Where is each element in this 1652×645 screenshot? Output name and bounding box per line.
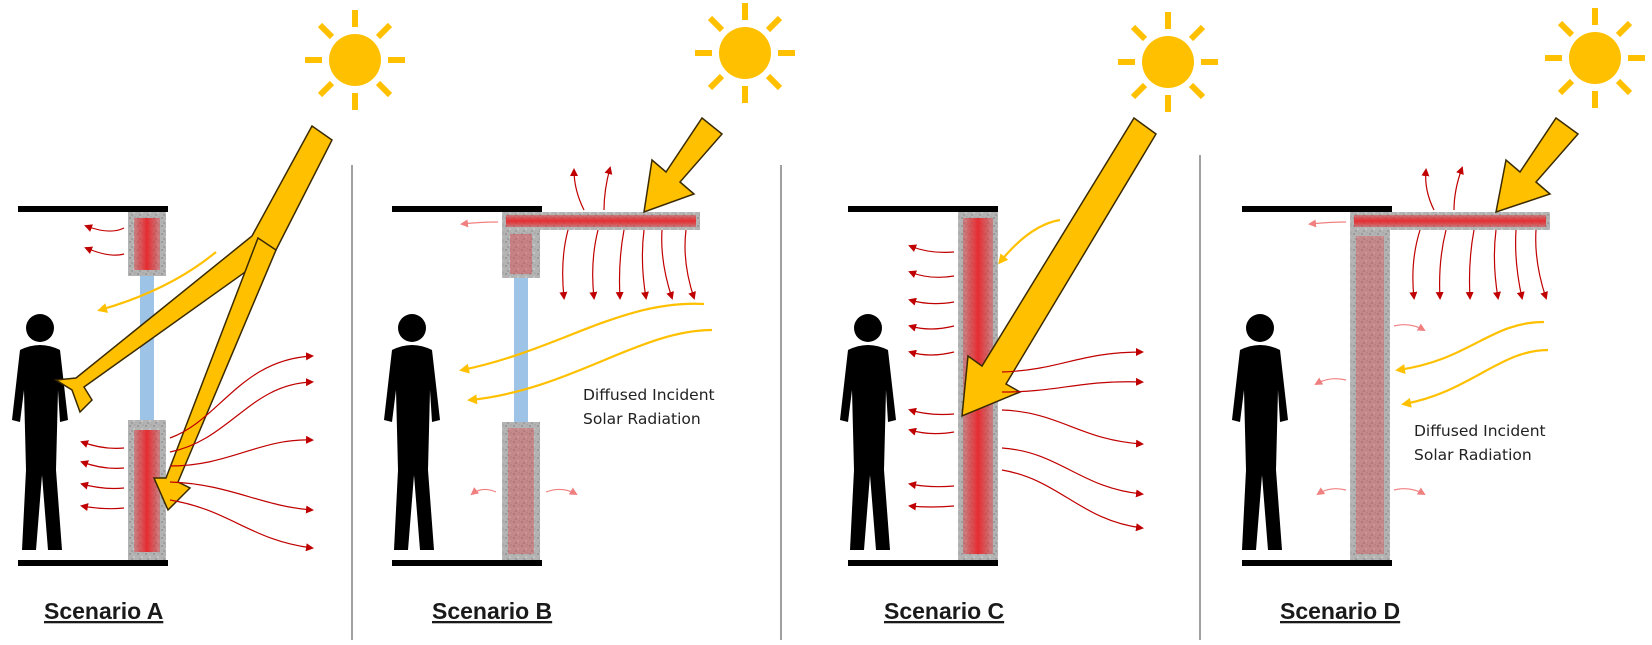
- annotation-line-1: Diffused Incident: [1414, 422, 1546, 440]
- annotation-line-2: Solar Radiation: [1414, 446, 1532, 464]
- heat-flow-arrows: [1409, 166, 1548, 300]
- solar-beam-arrow: [961, 116, 1157, 418]
- person-silhouette: [384, 314, 440, 550]
- heat-glow: [506, 215, 696, 227]
- scenario-d: Diffused Incident Solar Radiation Scenar…: [1232, 8, 1645, 624]
- concrete-wall: [1350, 230, 1390, 560]
- floor-slab: [18, 560, 168, 566]
- sun-icon: [1545, 8, 1645, 108]
- solar-beam-arrow: [643, 116, 724, 214]
- heat-flow-arrows: [80, 224, 314, 552]
- solar-beam-arrow: [1495, 116, 1580, 214]
- diffuse-light-arrow: [1401, 348, 1549, 408]
- annotation-line-2: Solar Radiation: [583, 410, 701, 428]
- heat-glow: [508, 428, 534, 554]
- faint-heat-arrows: [460, 219, 578, 496]
- scenario-c: Scenario C: [840, 12, 1218, 624]
- heat-flow-arrows: [908, 244, 1144, 532]
- solar-beam-arrow: [152, 236, 277, 512]
- diffuse-light-arrow: [1395, 320, 1545, 374]
- faint-heat-arrows: [1308, 219, 1426, 496]
- person-silhouette: [840, 314, 896, 550]
- annotation-line-1: Diffused Incident: [583, 386, 715, 404]
- scenario-label: Scenario C: [884, 598, 1004, 624]
- solar-beam-arrow: [53, 124, 333, 414]
- scenario-b: Diffused Incident Solar Radiation Scenar…: [384, 3, 795, 624]
- sun-icon: [1118, 12, 1218, 112]
- floor-slab: [1242, 560, 1392, 566]
- scenario-label: Scenario B: [432, 598, 552, 624]
- heat-glow: [134, 218, 160, 270]
- heat-flow-arrows: [559, 166, 696, 300]
- floor-slab: [392, 560, 542, 566]
- person-silhouette: [1232, 314, 1288, 550]
- concrete-wall-upper: [502, 230, 540, 278]
- diffuse-light-arrow: [467, 328, 713, 405]
- diffuse-light-arrow: [97, 251, 217, 313]
- scenario-label: Scenario D: [1280, 598, 1400, 624]
- roof-slab: [18, 206, 168, 212]
- heat-glow: [1354, 215, 1546, 227]
- heat-glow: [1356, 236, 1384, 554]
- concrete-wall-lower: [502, 422, 540, 560]
- glass-window: [140, 276, 154, 420]
- sun-icon: [695, 3, 795, 103]
- glass-window: [514, 278, 528, 422]
- heat-glow: [510, 234, 532, 274]
- person-silhouette: [12, 314, 68, 550]
- scenario-a: Scenario A: [12, 10, 405, 624]
- roof-slab: [848, 206, 998, 212]
- sun-icon: [305, 10, 405, 110]
- diffuse-light-arrow: [459, 302, 705, 374]
- diffuse-light-arrow: [998, 218, 1061, 265]
- roof-slab: [1242, 206, 1392, 212]
- heat-glow: [134, 430, 160, 552]
- roof-slab: [392, 206, 542, 212]
- scenario-label: Scenario A: [44, 598, 163, 624]
- floor-slab: [848, 560, 998, 566]
